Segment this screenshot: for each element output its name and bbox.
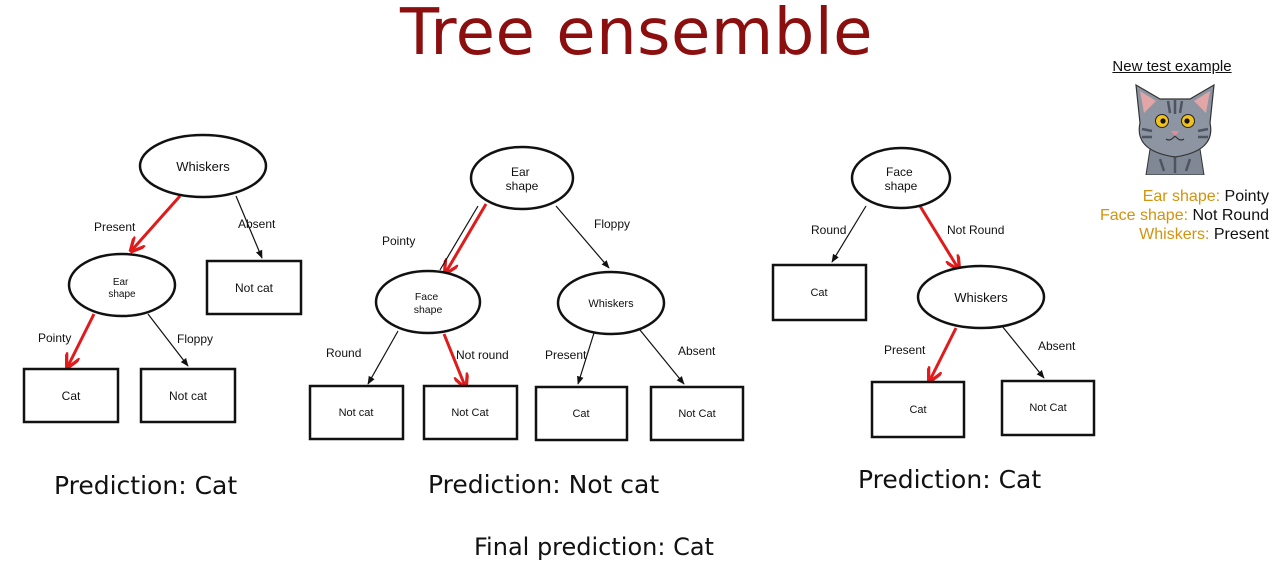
- edge-label: Present: [884, 343, 926, 357]
- leaf-node: [534, 385, 629, 442]
- edge-label: Not round: [456, 348, 509, 362]
- path-arrow: [446, 203, 488, 272]
- tree-3-prediction: Prediction: Cat: [858, 465, 1042, 494]
- tree-1: Whiskers Ear shape Not cat Cat Not cat P…: [22, 133, 303, 424]
- final-prediction: Final prediction: Cat: [474, 533, 714, 561]
- node-label: Ear shape: [506, 165, 539, 193]
- cat-face-icon: [1135, 83, 1215, 175]
- test-example-panel: New test example Ear shape: Pointy Face …: [1068, 58, 1273, 244]
- edge-label: Present: [545, 348, 587, 362]
- edge-label: Pointy: [382, 234, 415, 248]
- leaf-label: Cat: [572, 408, 589, 420]
- feature-face-shape: Face shape: Not Round: [1068, 206, 1273, 225]
- leaf-node: [308, 384, 405, 441]
- feature-whiskers: Whiskers: Present: [1068, 225, 1273, 244]
- node-label-line: Ear: [511, 165, 530, 179]
- edge-arrow: [367, 330, 399, 385]
- feature-key: Ear shape:: [1142, 188, 1221, 205]
- feature-key: Whiskers:: [1139, 226, 1210, 243]
- node-label-line: shape: [108, 289, 136, 300]
- decision-node: [138, 133, 268, 199]
- node-label-line: shape: [885, 179, 918, 193]
- edge-arrow: [1001, 325, 1045, 379]
- test-example-title: New test example: [1112, 58, 1232, 75]
- tree-1-prediction: Prediction: Cat: [54, 471, 238, 500]
- edge-label: Absent: [1038, 339, 1076, 353]
- node-label: Whiskers: [588, 298, 634, 310]
- path-arrow: [68, 313, 96, 366]
- feature-ear-shape: Ear shape: Pointy: [1068, 187, 1273, 206]
- edge-label: Pointy: [38, 331, 71, 345]
- edge-arrow: [639, 329, 685, 385]
- node-label: Ear shape: [108, 277, 136, 300]
- feature-key: Face shape:: [1099, 207, 1189, 224]
- edge-label: Floppy: [177, 332, 213, 346]
- node-label: Whiskers: [176, 159, 230, 174]
- leaf-node: [870, 380, 966, 439]
- decision-node: [556, 270, 666, 336]
- decision-node: [850, 146, 952, 210]
- node-label-line: Face: [415, 291, 439, 303]
- node-label-line: shape: [506, 179, 539, 193]
- leaf-node: [22, 367, 120, 424]
- leaf-node: [205, 259, 303, 316]
- leaf-label: Not cat: [169, 389, 208, 403]
- path-arrow: [930, 327, 958, 380]
- decision-node: [67, 252, 177, 318]
- edge-line: [439, 205, 479, 271]
- leaf-label: Not Cat: [1029, 402, 1066, 414]
- node-label-line: Face: [886, 165, 913, 179]
- leaf-label: Cat: [909, 404, 926, 416]
- edge-label: Absent: [678, 344, 716, 358]
- path-arrow: [918, 205, 958, 268]
- edge-arrow: [555, 205, 610, 269]
- leaf-label: Not cat: [339, 407, 374, 419]
- leaf-label: Cat: [62, 389, 81, 403]
- leaf-label: Not Cat: [678, 408, 715, 420]
- tree-3: Face shape Whiskers Cat Cat Not Cat Roun…: [771, 146, 1096, 439]
- leaf-node: [139, 367, 237, 424]
- path-arrow: [132, 195, 182, 250]
- node-label: Face shape: [414, 291, 443, 316]
- edge-label: Absent: [238, 217, 276, 231]
- tree-2-prediction: Prediction: Not cat: [428, 470, 660, 499]
- decision-node: [916, 264, 1046, 330]
- tree-2: Ear shape Face shape Whiskers Not cat No…: [308, 145, 745, 442]
- leaf-node: [649, 385, 745, 442]
- leaf-node: [422, 384, 519, 441]
- leaf-node: [771, 263, 868, 322]
- edge-label: Round: [326, 346, 361, 360]
- edge-arrow: [235, 195, 263, 259]
- feature-value: Pointy: [1224, 188, 1269, 205]
- edge-arrow: [831, 205, 867, 263]
- node-label: Face shape: [885, 165, 918, 193]
- edge-label: Round: [811, 223, 846, 237]
- slide-title: Tree ensemble: [400, 0, 873, 70]
- node-label-line: shape: [414, 304, 443, 316]
- edge-arrow: [147, 313, 189, 367]
- feature-value: Present: [1213, 226, 1269, 243]
- feature-value: Not Round: [1192, 207, 1270, 224]
- leaf-label: Cat: [810, 287, 827, 299]
- decision-node: [374, 269, 482, 335]
- leaf-node: [1000, 379, 1096, 437]
- edge-label: Not Round: [947, 223, 1004, 237]
- leaf-label: Not cat: [235, 281, 274, 295]
- edge-arrow: [577, 332, 595, 385]
- leaf-label: Not Cat: [451, 407, 488, 419]
- node-label-line: Ear: [113, 277, 129, 288]
- path-arrow: [442, 333, 465, 386]
- test-features: Ear shape: Pointy Face shape: Not Round …: [1068, 187, 1273, 244]
- node-label: Whiskers: [954, 290, 1008, 305]
- edge-label: Present: [94, 220, 136, 234]
- decision-node: [469, 145, 575, 211]
- edge-label: Floppy: [594, 217, 630, 231]
